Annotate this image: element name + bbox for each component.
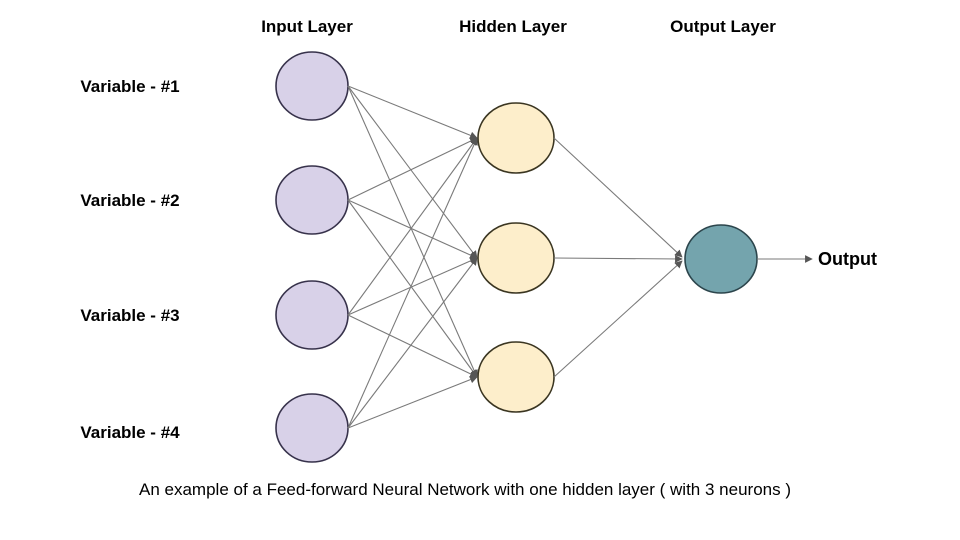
edge-v1-h3 xyxy=(347,85,478,378)
input-layer-neurons xyxy=(275,51,349,463)
hidden-neuron-3 xyxy=(477,341,555,413)
input-neuron-3 xyxy=(275,280,349,350)
hidden-neuron-2 xyxy=(477,222,555,294)
hidden-layer-neurons xyxy=(477,102,555,413)
edge-v2-h3 xyxy=(347,199,478,378)
input-label-3: Variable - #3 xyxy=(80,306,179,325)
edges-hidden-to-output xyxy=(553,137,683,378)
output-layer-neurons xyxy=(684,224,758,294)
edge-h2-o1 xyxy=(553,255,683,263)
edge-v4-h1 xyxy=(347,137,478,429)
input-variable-labels: Variable - #1 Variable - #2 Variable - #… xyxy=(80,77,180,442)
edge-v1-h1 xyxy=(347,85,478,139)
output-label: Output xyxy=(818,249,877,269)
input-label-1: Variable - #1 xyxy=(80,77,179,96)
edge-v3-h2 xyxy=(347,257,478,316)
input-label-2: Variable - #2 xyxy=(80,191,179,210)
output-neuron xyxy=(684,224,758,294)
hidden-neuron-1 xyxy=(477,102,555,174)
input-neuron-4 xyxy=(275,393,349,463)
input-neuron-1 xyxy=(275,51,349,121)
edge-v4-h3 xyxy=(347,375,478,429)
input-neuron-2 xyxy=(275,165,349,235)
hidden-layer-title: Hidden Layer xyxy=(459,17,567,36)
edge-v2-h1 xyxy=(347,137,478,201)
edge-v3-h3 xyxy=(347,314,478,378)
edge-h3-o1 xyxy=(553,260,683,378)
edge-v4-h2 xyxy=(347,257,478,429)
output-layer-title: Output Layer xyxy=(670,17,776,36)
caption: An example of a Feed-forward Neural Netw… xyxy=(139,480,791,499)
input-label-4: Variable - #4 xyxy=(80,423,180,442)
edge-v2-h2 xyxy=(347,199,478,259)
edge-v1-h2 xyxy=(347,85,478,259)
edge-h1-o1 xyxy=(553,137,683,258)
input-layer-title: Input Layer xyxy=(261,17,353,36)
edges-input-to-hidden xyxy=(347,85,478,429)
edge-v3-h1 xyxy=(347,137,478,316)
